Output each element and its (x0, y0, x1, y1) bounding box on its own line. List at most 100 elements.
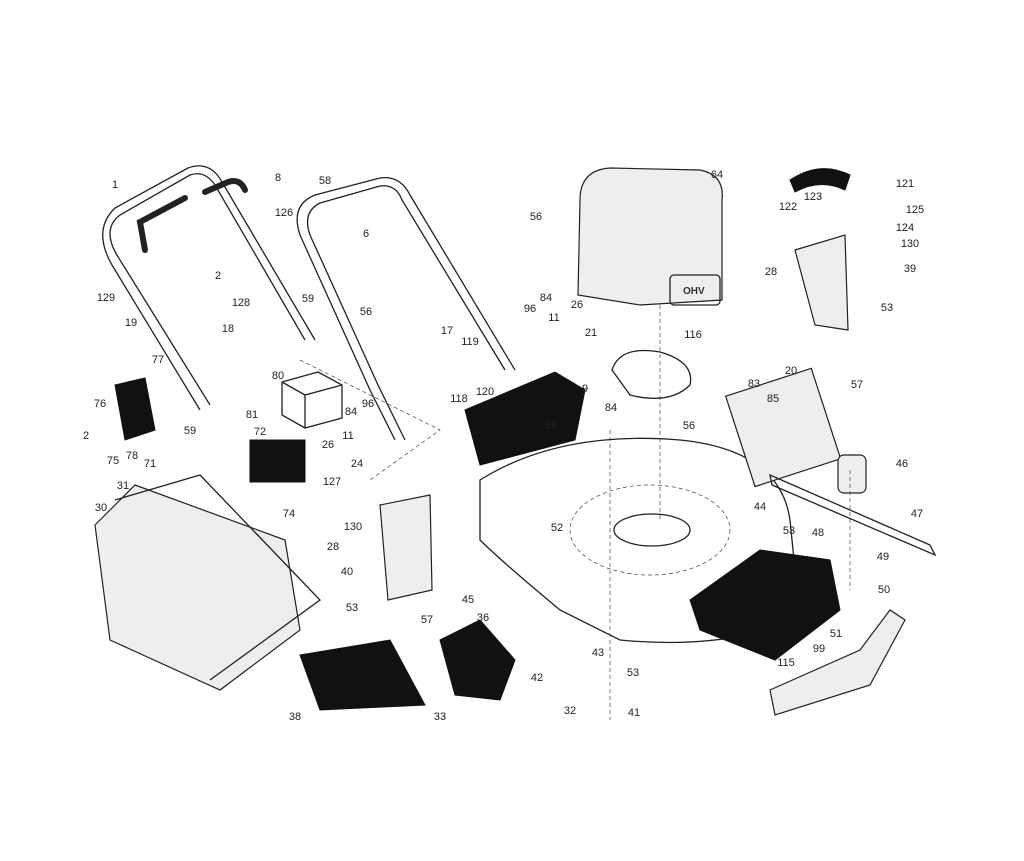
callout-123: 123 (804, 191, 822, 203)
callout-99: 99 (813, 643, 825, 655)
callout-77: 77 (152, 354, 164, 366)
callout-121: 121 (896, 178, 914, 190)
rear-flap (299, 639, 426, 711)
callout-17: 17 (441, 325, 453, 337)
callout-81: 81 (246, 409, 258, 421)
handle-grip (136, 195, 188, 253)
callout-78: 78 (126, 450, 138, 462)
callout-28: 28 (765, 266, 777, 278)
callout-31: 31 (117, 480, 129, 492)
engine (577, 167, 723, 306)
side-discharge-cover (689, 549, 841, 661)
callout-96: 96 (524, 303, 536, 315)
callout-122: 122 (779, 201, 797, 213)
callout-9: 9 (582, 383, 588, 395)
callout-58: 58 (319, 175, 331, 187)
callout-56: 56 (530, 211, 542, 223)
belt-guard (789, 168, 851, 193)
callout-118: 118 (450, 393, 468, 405)
callout-84: 84 (540, 292, 552, 304)
callout-130: 130 (344, 521, 362, 533)
callout-38: 38 (289, 711, 301, 723)
callout-130: 130 (901, 238, 919, 250)
callout-19: 19 (125, 317, 137, 329)
callout-129: 129 (97, 292, 115, 304)
callout-83: 83 (748, 378, 760, 390)
callout-57: 57 (851, 379, 863, 391)
rear-cover (464, 371, 586, 466)
air-deflector (724, 367, 842, 488)
callout-115: 115 (777, 657, 795, 669)
callout-32: 32 (564, 705, 576, 717)
callout-2: 2 (83, 430, 89, 442)
callout-49: 49 (877, 551, 889, 563)
callout-46: 46 (896, 458, 908, 470)
callout-39: 39 (904, 263, 916, 275)
callout-45: 45 (462, 594, 474, 606)
callout-76: 76 (94, 398, 106, 410)
callout-127: 127 (323, 476, 341, 488)
callout-80: 80 (272, 370, 284, 382)
callout-72: 72 (254, 426, 266, 438)
callout-59: 59 (302, 293, 314, 305)
callout-56: 56 (683, 420, 695, 432)
callout-50: 50 (878, 584, 890, 596)
callout-6: 6 (363, 228, 369, 240)
ignition-box (114, 377, 156, 441)
grass-catcher (94, 484, 301, 691)
callout-53: 53 (881, 302, 893, 314)
blade-adapter (837, 454, 867, 494)
callout-51: 51 (830, 628, 842, 640)
callout-24: 24 (351, 458, 363, 470)
callout-11: 11 (342, 430, 353, 442)
lower-handle (296, 176, 516, 441)
wheel-bracket (769, 609, 906, 716)
callout-20: 20 (785, 365, 797, 377)
mulch-plug (439, 619, 516, 701)
callout-43: 43 (592, 647, 604, 659)
callout-128: 128 (232, 297, 250, 309)
callout-40: 40 (341, 566, 353, 578)
callout-125: 125 (906, 204, 924, 216)
callout-41: 41 (628, 707, 640, 719)
part-drawings: OHV (94, 165, 937, 720)
callout-96: 96 (362, 398, 374, 410)
callout-33: 33 (434, 711, 446, 723)
callout-64: 64 (711, 169, 723, 181)
rear-bracket (379, 494, 433, 601)
callout-85: 85 (767, 393, 779, 405)
callout-11: 11 (548, 312, 559, 324)
callout-21: 21 (585, 327, 597, 339)
callout-74: 74 (283, 508, 295, 520)
callout-59: 59 (184, 425, 196, 437)
drive-belt (611, 349, 692, 399)
callout-116: 116 (684, 329, 702, 341)
battery (249, 439, 306, 483)
callout-53: 53 (783, 525, 795, 537)
callout-71: 71 (144, 458, 156, 470)
callout-120: 120 (476, 386, 494, 398)
callout-126: 126 (275, 207, 293, 219)
callout-56: 56 (360, 306, 372, 318)
callout-2: 2 (215, 270, 221, 282)
callout-18: 18 (222, 323, 234, 335)
callout-28: 28 (327, 541, 339, 553)
callout-53: 53 (346, 602, 358, 614)
mower-deck (479, 437, 801, 644)
callout-84: 84 (605, 402, 617, 414)
engine-badge: OHV (683, 286, 705, 297)
callout-30: 30 (95, 502, 107, 514)
upper-handle (109, 173, 306, 406)
right-bracket (794, 234, 849, 331)
callout-48: 48 (812, 527, 824, 539)
callout-124: 124 (896, 222, 914, 234)
callout-44: 44 (754, 501, 766, 513)
callout-26: 26 (571, 299, 583, 311)
callout-52: 52 (551, 522, 563, 534)
callout-42: 42 (531, 672, 543, 684)
callout-84: 84 (345, 406, 357, 418)
callout-47: 47 (911, 508, 923, 520)
callout-75: 75 (107, 455, 119, 467)
